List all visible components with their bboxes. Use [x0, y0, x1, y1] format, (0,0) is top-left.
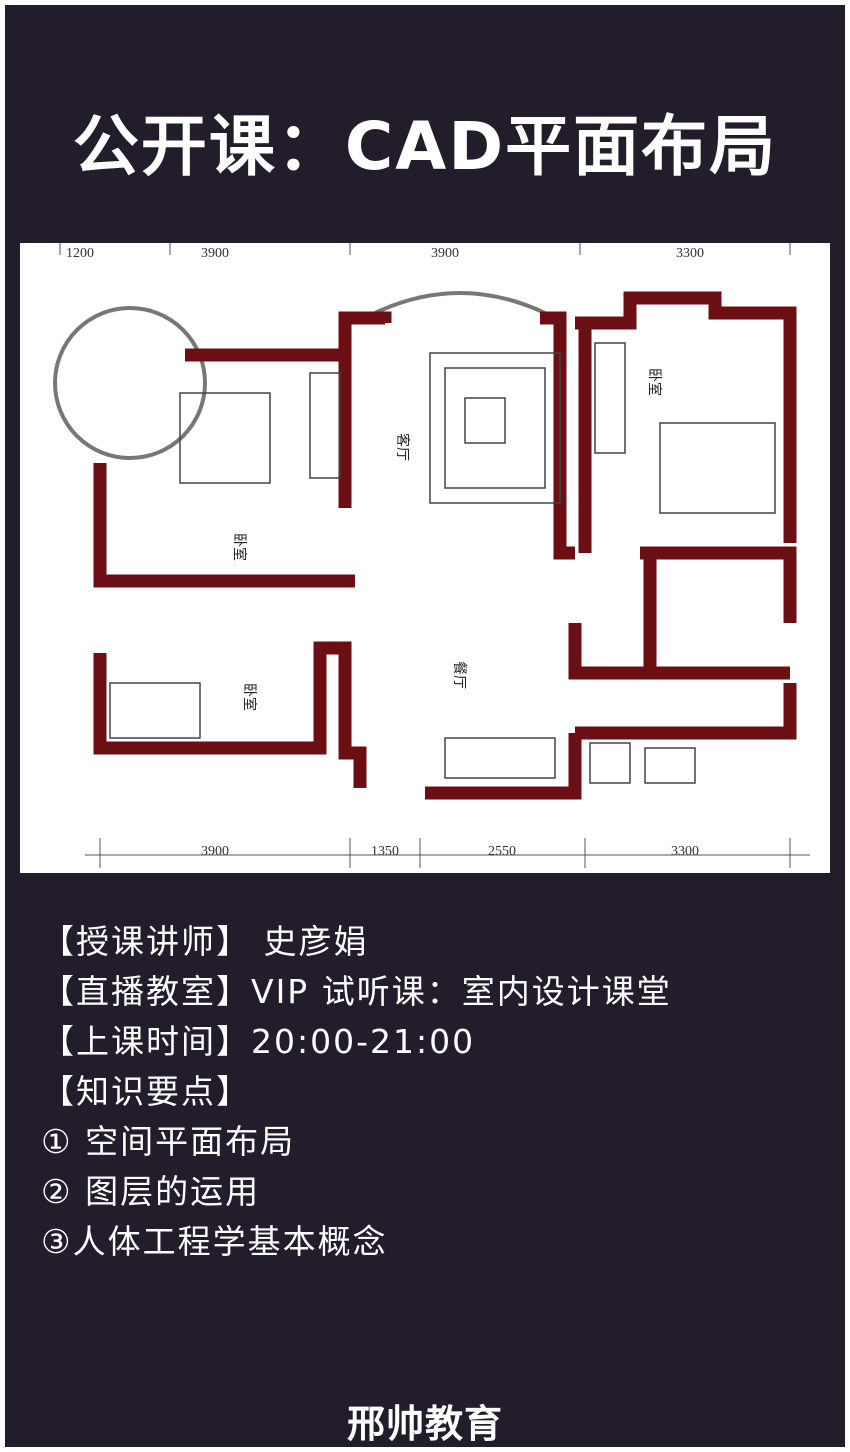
point-item: ① 空间平面布局	[41, 1122, 296, 1161]
course-info: 【授课讲师】 史彦娟 【直播教室】VIP 试听课：室内设计课堂 【上课时间】20…	[41, 917, 672, 1267]
page-title: 公开课：CAD平面布局	[72, 108, 778, 185]
room-label: 卧室	[646, 368, 663, 396]
point-item: ③人体工程学基本概念	[41, 1222, 388, 1261]
dim-bottom: 3300	[671, 844, 699, 859]
room-label: 餐厅	[451, 661, 467, 689]
dim-bottom: 3900	[201, 844, 229, 859]
dim-top: 3900	[201, 246, 229, 261]
poster: 公开课：CAD平面布局 1200 3900 3900 3300 3900 135…	[5, 5, 845, 1447]
dim-top: 3900	[431, 246, 459, 261]
points-label: 【知识要点】	[41, 1072, 251, 1111]
point-item: ② 图层的运用	[41, 1172, 261, 1211]
classroom: 【直播教室】VIP 试听课：室内设计课堂	[41, 972, 672, 1011]
dim-bottom: 1350	[371, 844, 399, 859]
dim-bottom: 2550	[488, 844, 516, 859]
teacher: 【授课讲师】 史彦娟	[41, 922, 369, 961]
dim-top: 1200	[66, 246, 94, 261]
room-label: 卧室	[231, 533, 248, 561]
class-time: 【上课时间】20:00-21:00	[41, 1022, 476, 1061]
room-label: 客厅	[394, 433, 411, 461]
floor-plan: 1200 3900 3900 3300 3900 1350 2550 3300	[20, 243, 830, 873]
room-label: 卧室	[241, 683, 258, 711]
dim-top: 3300	[676, 246, 704, 261]
brand-logo: 邢帅教育	[346, 1402, 503, 1446]
